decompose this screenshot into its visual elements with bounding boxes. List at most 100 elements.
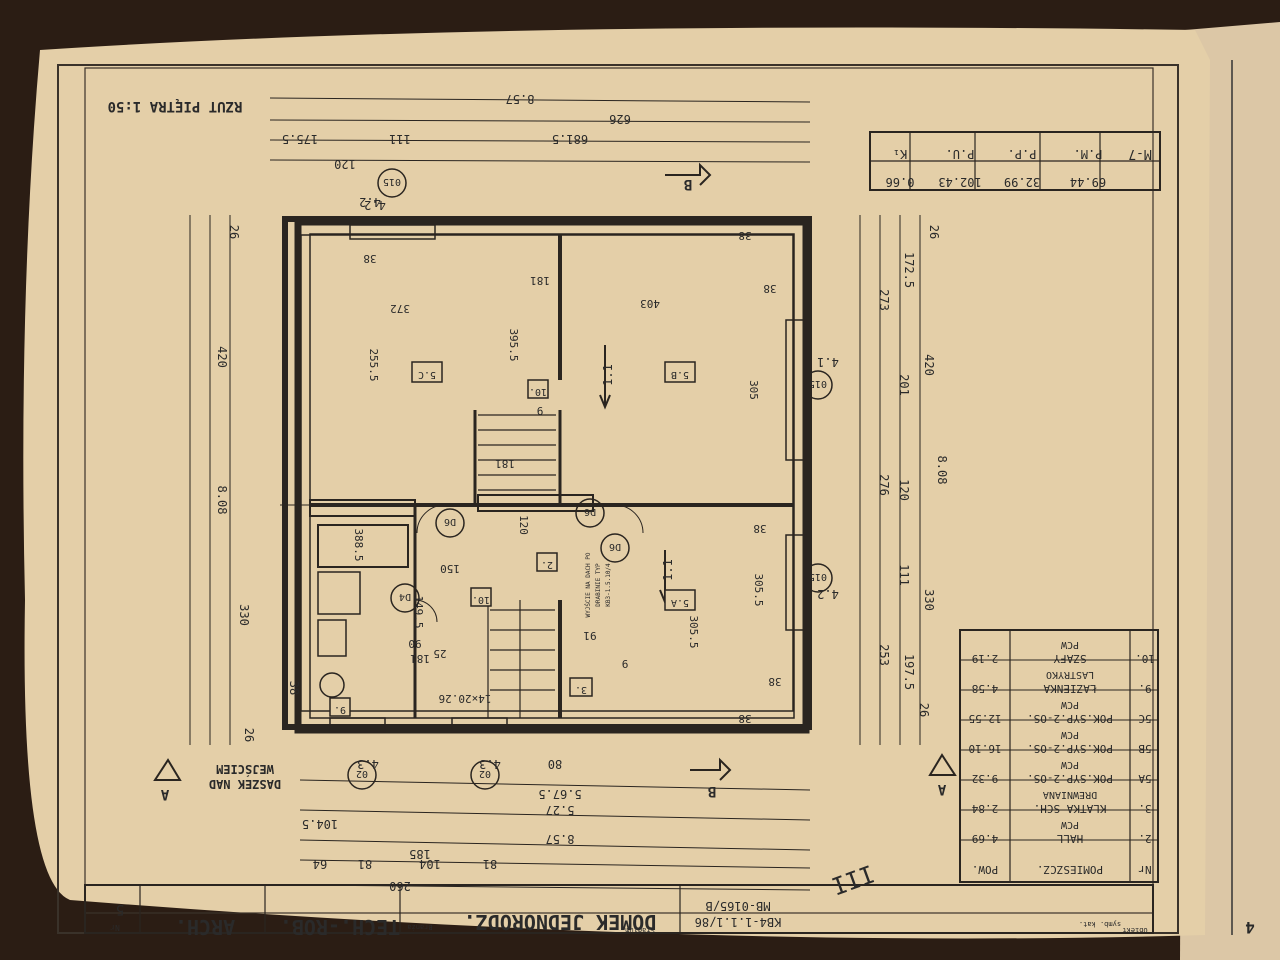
rooms-table-row-no: 9. xyxy=(1138,682,1151,695)
dimension-interior: 38 xyxy=(363,252,376,265)
dimension-right: 253 xyxy=(877,644,891,666)
section-label: B xyxy=(684,176,692,192)
rooms-table-row-no: 5B xyxy=(1138,742,1152,755)
dimension-bottom: 104.5 xyxy=(302,817,338,831)
dimension-top: 111 xyxy=(389,132,411,146)
room-tag: 2. xyxy=(541,559,553,570)
dimension-interior: 181 xyxy=(495,457,515,470)
dimension-interior: 25 xyxy=(433,647,446,660)
rooms-table-row-area: 2.19 xyxy=(972,652,999,665)
summary-table-header: P.P. xyxy=(1008,147,1037,161)
opening-tag: 015 xyxy=(809,571,827,582)
circle-tags xyxy=(347,168,833,790)
rooms-table-row-no: 5A xyxy=(1138,772,1152,785)
window-height: 4.3 xyxy=(479,757,501,771)
dimension-right: 8.08 xyxy=(935,456,949,485)
toilet xyxy=(319,672,345,698)
dimension-left: 38 xyxy=(287,681,301,695)
rooms-table-row-name: ŁAZIENKA xyxy=(1043,682,1097,695)
dimension-bottom: 104 xyxy=(419,857,441,871)
dimension-left: 420 xyxy=(215,346,229,368)
roof-note-line1: WYJŚCIE NA DACH PO xyxy=(585,552,592,617)
room-tag: 5.B xyxy=(671,369,689,380)
dimension-right: 276 xyxy=(877,474,891,496)
dimension-interior: 181 xyxy=(410,652,430,665)
rooms-table-row-name: KLATKA SCH. xyxy=(1034,802,1107,815)
opening-tag: D6 xyxy=(444,516,456,527)
dimension-right: 26 xyxy=(917,703,931,717)
room-tag: 5.C xyxy=(418,369,436,380)
dimension-interior: 305 xyxy=(747,380,760,400)
dimension-bottom: 81 xyxy=(358,857,372,871)
section-label: A xyxy=(937,781,946,797)
rooms-table-row-finish: PCW xyxy=(1060,759,1079,770)
dimension-interior: 38 xyxy=(753,522,766,535)
room-tag: 10. xyxy=(472,594,490,605)
dimension-right: 172.5 xyxy=(902,252,916,288)
stair-label: 14×20.26 xyxy=(439,692,492,705)
entrance-note-line2: WEJŚCIEM xyxy=(216,762,274,777)
dimension-right: 273 xyxy=(877,289,891,311)
summary-table-header: P.U. xyxy=(946,147,975,161)
window-height: 4.3 xyxy=(357,757,379,771)
dimension-interior: 38 xyxy=(763,282,776,295)
dimension-left: 26 xyxy=(227,225,241,239)
plan-geometry xyxy=(153,97,957,891)
room-tag: 9. xyxy=(334,704,346,715)
rooms-table-row-finish: PCW xyxy=(1060,729,1079,740)
washbasin xyxy=(317,571,361,615)
dimension-right: 420 xyxy=(922,354,936,376)
stage-label: TECH.-ROB. xyxy=(280,915,400,939)
dimension-interior: 9 xyxy=(537,404,544,417)
dimension-interior: 91 xyxy=(583,629,596,642)
dimension-interior: 38 xyxy=(768,675,781,688)
window-right-bottom xyxy=(785,534,807,631)
bathtub xyxy=(317,524,409,568)
page-corner-number: 4 xyxy=(1245,918,1255,937)
window-top xyxy=(349,224,436,240)
arrow-label: 1.1 xyxy=(601,364,615,386)
dimension-bottom: 260 xyxy=(389,879,411,893)
dimension-interior: 181 xyxy=(530,274,550,287)
rooms-table-row-area: 9.32 xyxy=(972,772,999,785)
closet-strip xyxy=(477,494,594,512)
dimension-top: 120 xyxy=(334,157,356,171)
sheet-number-label: Nr xyxy=(110,923,120,932)
opening-tag: D6 xyxy=(609,541,621,552)
rooms-table-row-no: 3. xyxy=(1138,802,1151,815)
drawing-code-2: MB-0165/B xyxy=(705,899,770,913)
dimension-left: 8.08 xyxy=(215,486,229,515)
window-height: 4.1 xyxy=(817,355,839,369)
summary-table-value: 32.99 xyxy=(1004,175,1040,189)
rooms-table-frame xyxy=(959,629,1159,883)
drawing-frame xyxy=(84,67,1154,914)
rooms-table-row-no: 10. xyxy=(1135,652,1155,665)
dimension-bottom: 5.27 xyxy=(546,803,575,817)
room-tag-boxes xyxy=(329,361,696,717)
rooms-table-row-area: 2.84 xyxy=(971,802,998,815)
dimension-interior: 395.5 xyxy=(507,328,520,361)
dimension-right: 197.5 xyxy=(902,654,916,690)
dimension-lines xyxy=(189,97,921,891)
section-label: A xyxy=(160,786,169,802)
window-height: 4.2 xyxy=(817,587,839,601)
room-tag: 10. xyxy=(529,386,547,397)
dimension-interior: 372 xyxy=(390,302,410,315)
rooms-table-row-finish: PCW xyxy=(1060,639,1079,650)
window-bottom-2 xyxy=(451,717,508,733)
rooms-table-row-area: 16.10 xyxy=(968,742,1001,755)
paper-sheet xyxy=(23,27,1211,939)
dimension-interior: 38 xyxy=(738,229,751,242)
rooms-table-row-area: 4.58 xyxy=(972,682,999,695)
dimension-left: 330 xyxy=(237,604,251,626)
opening-tag: D4 xyxy=(399,591,411,602)
sheet-number: 5 xyxy=(116,901,124,917)
opening-tag: 015 xyxy=(383,176,401,187)
summary-table-header: K₁ xyxy=(893,147,907,161)
dimension-top: 8.57 xyxy=(506,92,535,106)
dimension-top: 4.2 xyxy=(364,198,386,212)
roof-note-line2: DRABINIE TYP xyxy=(595,563,602,607)
rooms-table-row-finish: PCW xyxy=(1060,819,1079,830)
